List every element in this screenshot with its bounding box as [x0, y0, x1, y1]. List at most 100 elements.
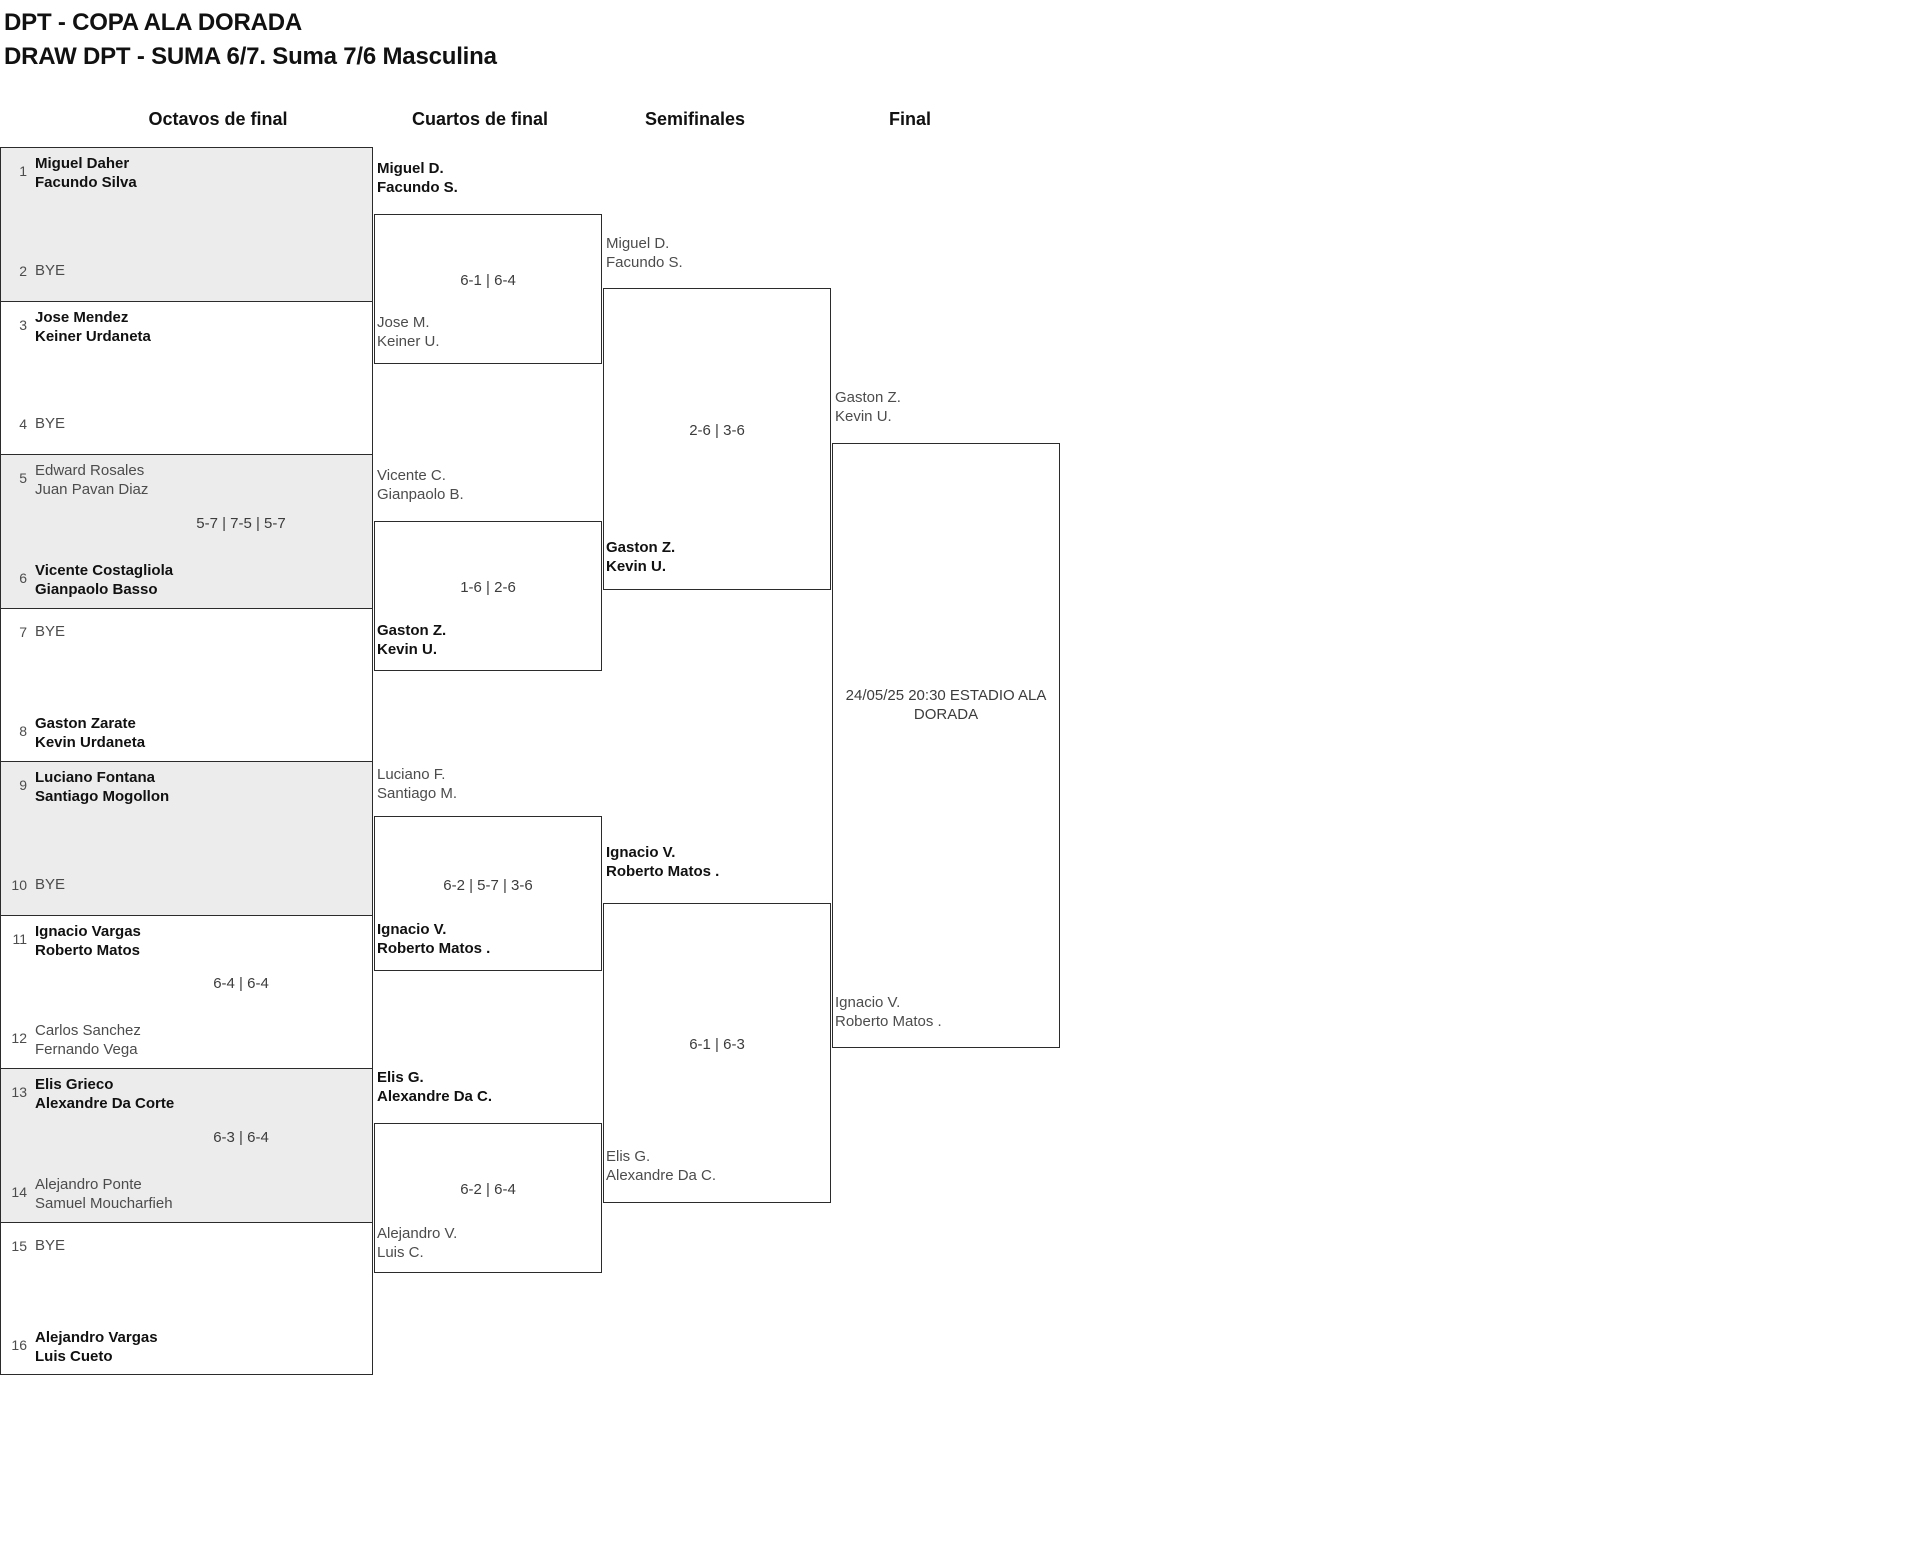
player-name-2: Roberto Matos . — [835, 1013, 942, 1030]
player-name-2: Fernando Vega — [35, 1041, 138, 1058]
round-header-final: Final — [888, 109, 931, 129]
sf-entrant-bottom: Elis G.Alexandre Da C. — [606, 1147, 716, 1185]
player-name-2: Keiner U. — [377, 333, 440, 350]
player-name-2: Gianpaolo Basso — [35, 580, 158, 598]
round-header-cuartos: Cuartos de final — [411, 109, 549, 129]
player-name-1: Gaston Zarate — [35, 715, 136, 732]
seed-number: 14 — [11, 1183, 27, 1200]
seed-number: 2 — [19, 262, 27, 279]
seed-number: 6 — [19, 569, 27, 586]
seed-number: 5 — [19, 470, 27, 486]
player-name-2: Santiago M. — [377, 785, 458, 802]
seed-number: 15 — [11, 1237, 27, 1254]
player-name-2: Alexandre Da Corte — [35, 1095, 175, 1112]
seed-number: 13 — [11, 1084, 27, 1100]
seed-number: 8 — [19, 723, 27, 739]
player-name-1: Gaston Z. — [606, 539, 676, 556]
player-name-1: Alejandro V. — [377, 1225, 458, 1242]
qf-connector-box[interactable] — [374, 816, 602, 971]
player-name-1: Miguel Daher — [35, 155, 130, 172]
final-connector-box[interactable] — [832, 443, 1060, 1048]
qf-score: 1-6 | 2-6 — [460, 579, 516, 596]
seed-number: 7 — [19, 623, 27, 640]
sf-connector-box[interactable] — [603, 903, 831, 1203]
player-name-1: Ignacio V. — [835, 994, 901, 1011]
seed-number: 3 — [19, 316, 27, 333]
r16-slot-top[interactable]: 7 BYE — [1, 615, 372, 641]
qf-score: 6-1 | 6-4 — [460, 272, 516, 289]
player-name-2: Samuel Moucharfieh — [35, 1194, 173, 1212]
player-name-2: Kevin Urdaneta — [35, 734, 146, 751]
round-header-octavos: Octavos de final — [148, 109, 288, 129]
player-name-2: Alexandre Da C. — [377, 1088, 493, 1105]
qf-score: 6-2 | 5-7 | 3-6 — [443, 876, 533, 894]
player-name-1: Ignacio V. — [377, 921, 447, 938]
bye-label: BYE — [35, 415, 66, 432]
sf-entrant-bottom: Gaston Z.Kevin U. — [606, 538, 675, 576]
page-title: DPT - COPA ALA DORADA DRAW DPT - SUMA 6/… — [4, 6, 497, 74]
seed-number: 16 — [11, 1337, 27, 1353]
player-name-2: Facundo S. — [377, 179, 458, 196]
sf-connector-box[interactable] — [603, 288, 831, 590]
player-name-2: Kevin U. — [835, 408, 892, 425]
r16-slot-bottom[interactable]: 2 BYE — [1, 254, 372, 280]
qf-connector-box[interactable] — [374, 1123, 602, 1273]
player-name-1: Gaston Z. — [835, 389, 901, 406]
player-name-1: Carlos Sanchez — [35, 1022, 141, 1039]
player-name-1: Alejandro Vargas — [35, 1329, 158, 1346]
player-name-2: Luis Cueto — [35, 1348, 113, 1365]
player-name-1: Vicente Costagliola — [35, 561, 174, 579]
player-name-1: Miguel D. — [606, 235, 670, 252]
qf-entrant-bottom: Alejandro V. Luis C. — [377, 1224, 457, 1262]
player-name-2: Luis C. — [377, 1244, 424, 1261]
match-score: 5-7 | 7-5 | 5-7 — [196, 514, 286, 532]
seed-number: 1 — [19, 163, 27, 179]
seed-number: 10 — [11, 876, 27, 893]
player-name-1: Elis Grieco — [35, 1076, 114, 1093]
player-name-2: Roberto Matos . — [606, 863, 720, 880]
qf-connector-box[interactable] — [374, 521, 602, 671]
player-name-1: Miguel D. — [377, 160, 444, 177]
bye-label: BYE — [35, 622, 66, 640]
match-score: 6-3 | 6-4 — [213, 1128, 269, 1146]
player-name-2: Facundo Silva — [35, 174, 137, 191]
player-name-2: Gianpaolo B. — [377, 486, 464, 503]
player-name-1: Vicente C. — [377, 467, 446, 484]
qf-connector-box[interactable] — [374, 214, 602, 364]
player-name-2: Roberto Matos — [35, 941, 140, 959]
qf-entrant-top: Vicente C. Gianpaolo B. — [377, 466, 464, 504]
bye-label: BYE — [35, 261, 66, 279]
player-name-1: Edward Rosales — [35, 462, 145, 479]
tournament-title: DPT - COPA ALA DORADA — [4, 9, 303, 36]
player-name-1: Jose M. — [377, 314, 430, 331]
